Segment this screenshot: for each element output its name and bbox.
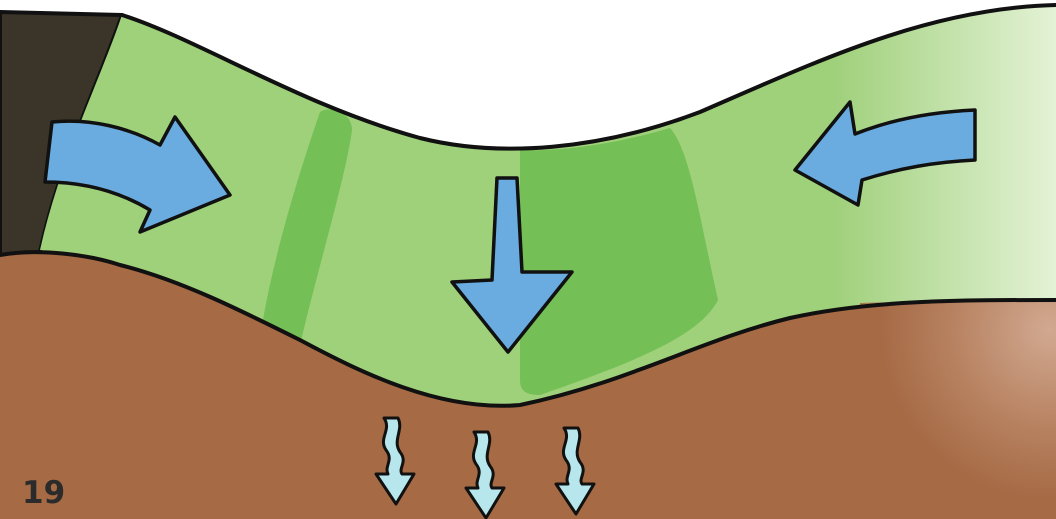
page-number: 19 [22,478,65,509]
soil-highlight [860,300,1056,519]
